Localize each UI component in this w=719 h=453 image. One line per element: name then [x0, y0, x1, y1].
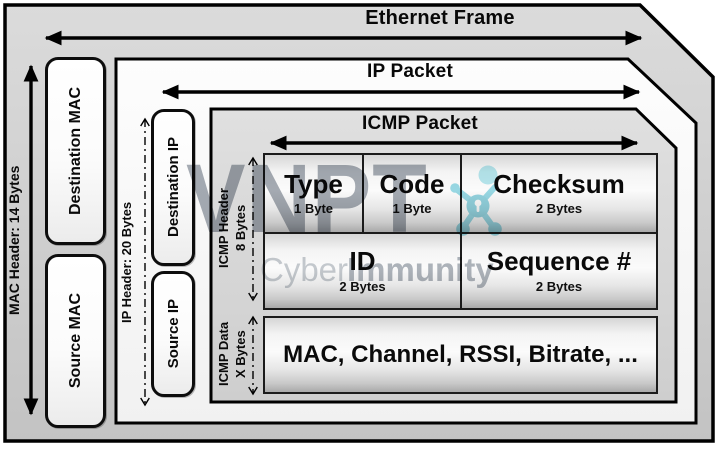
icmp-data-payload-field: MAC, Channel, RSSI, Bitrate, ...: [263, 316, 658, 394]
checksum-field-size: 2 Bytes: [535, 201, 583, 217]
code-field-name: Code: [379, 168, 445, 199]
ethernet-frame-title: Ethernet Frame: [365, 7, 515, 29]
id-field-size: 2 Bytes: [339, 278, 386, 294]
icmp-data-label: ICMP Data X Bytes: [215, 308, 249, 400]
icmp-data-payload-text: MAC, Channel, RSSI, Bitrate, ...: [283, 341, 638, 369]
icmp-type-field: Type 1 Byte: [263, 153, 364, 234]
sequence-field-size: 2 Bytes: [535, 278, 583, 294]
ip-header-label: IP Header: 20 Bytes: [119, 201, 134, 323]
destination-mac-box: Destination MAC: [45, 57, 106, 245]
type-field-size: 1 Byte: [293, 201, 334, 217]
icmp-packet-title: ICMP Packet: [362, 113, 478, 134]
icmp-code-field: Code 1 Byte: [362, 153, 462, 234]
type-field-name: Type: [284, 168, 343, 199]
checksum-field-name: Checksum: [493, 168, 625, 199]
destination-ip-label: Destination IP: [164, 137, 182, 238]
icmp-data-label-line2: X Bytes: [233, 330, 248, 378]
code-field-size: 1 Byte: [392, 201, 432, 217]
source-mac-label: Source MAC: [66, 293, 84, 389]
sequence-field-name: Sequence #: [486, 246, 632, 277]
source-ip-label: Source IP: [164, 299, 182, 369]
icmp-header-label: ICMP Header 8 Bytes: [215, 152, 249, 304]
destination-mac-label: Destination MAC: [66, 87, 84, 215]
icmp-header-label-line1: ICMP Header: [216, 188, 231, 268]
id-field-name: ID: [349, 246, 376, 277]
mac-header-label: MAC Header: 14 Bytes: [6, 165, 22, 315]
destination-ip-box: Destination IP: [151, 109, 195, 266]
ip-packet-title: IP Packet: [367, 61, 453, 82]
icmp-id-field: ID 2 Bytes: [263, 232, 462, 310]
icmp-checksum-field: Checksum 2 Bytes: [460, 153, 658, 234]
source-mac-box: Source MAC: [45, 254, 106, 428]
source-ip-box: Source IP: [151, 271, 195, 397]
icmp-header-label-line2: 8 Bytes: [233, 204, 248, 252]
icmp-sequence-field: Sequence # 2 Bytes: [460, 232, 658, 310]
icmp-data-label-line1: ICMP Data: [216, 321, 231, 387]
